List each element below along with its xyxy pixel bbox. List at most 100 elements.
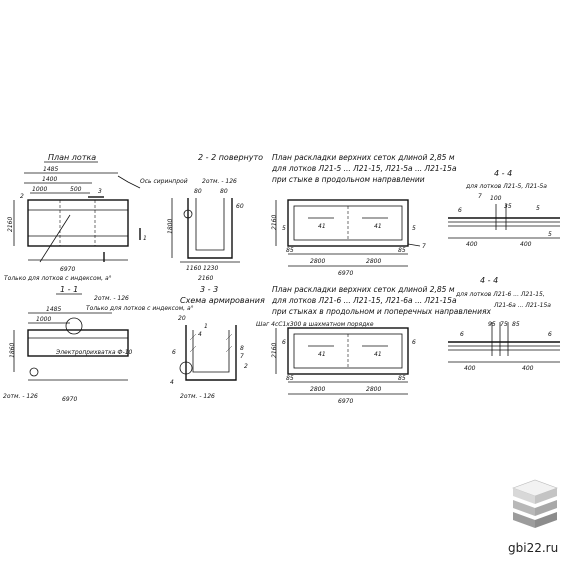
s22-dim-60: 60 [236, 203, 244, 210]
lower-grid-line2: для лотков Л21-6 ... Л21-15, Л21-6а ... … [271, 296, 457, 305]
plan-view: План лотка 1485 1400 1000 500 3 1 2 2160… [4, 153, 188, 282]
s11-loop-note: Только для лотков с индексом, а° [86, 305, 194, 312]
detail-a-subtitle: для лотков Л21-5, Л21-5а [465, 183, 547, 190]
detail-b-dim-400a: 400 [464, 365, 476, 372]
s33-dim-4: 4 [198, 331, 202, 338]
detail-a-title: 4 - 4 [494, 169, 512, 178]
detail-a-dim-100: 100 [490, 195, 502, 202]
detail-b-dim-95: 95 [488, 321, 496, 328]
detail-a-label-6: 6 [458, 207, 462, 214]
detail-a-label-5a: 5 [536, 205, 540, 212]
section-2-2-title: 2 - 2 повернуто [198, 153, 263, 162]
detail-b-dim-85: 85 [512, 321, 520, 328]
detail-b-subtitle2: Л21-6а ... Л21-15а [493, 302, 551, 309]
section-3-3-title: 3 - 3 [200, 285, 218, 294]
lower-grid-label-41a: 41 [318, 351, 326, 358]
dim-2160: 2160 [7, 217, 14, 232]
plan-section-mark-1: 1 [143, 235, 147, 242]
s22-dim-2160: 1800 [167, 219, 174, 234]
plan-axis-label: Ось сиринпрой [140, 178, 188, 185]
detail-a-label-5b: 5 [548, 231, 552, 238]
s33-dim-8: 8 [240, 345, 244, 352]
s33-dim-7: 7 [240, 353, 244, 360]
upper-grid-plan: План раскладки верхних сеток длиной 2,85… [271, 153, 457, 277]
dim-500: 500 [70, 186, 82, 193]
lower-grid-dim-2800b: 2800 [366, 386, 381, 393]
lower-grid-line3: при стыках в продольном и поперечных нап… [272, 307, 491, 316]
lower-grid-mark-6a: 6 [282, 339, 286, 346]
lower-grid-plan: План раскладки верхних сеток длиной 2,85… [271, 285, 491, 405]
s33-bar-note: Шаг 4сС1x300 в шахматном порядке [256, 321, 374, 328]
plan-section-mark-3: 3 [98, 188, 102, 195]
detail-b-label-6a: 6 [460, 331, 464, 338]
lower-grid-title: План раскладки верхних сеток длиной 2,85… [272, 285, 455, 294]
detail-b-dim-400b: 400 [522, 365, 534, 372]
s22-dim-2: 80 [220, 188, 228, 195]
upper-grid-line3: при стыке в продольном направлении [272, 175, 425, 184]
dim-1000: 1000 [32, 186, 47, 193]
detail-a-label-7: 7 [478, 193, 482, 200]
upper-grid-title: План раскладки верхних сеток длиной 2,85… [272, 153, 455, 162]
site-watermark: gbi22.ru [508, 541, 559, 555]
section-1-1: 1 - 1 2отм. - 126 1485 1000 Только для л… [3, 285, 194, 403]
dim-1485: 1485 [43, 166, 58, 173]
upper-grid-dim-2160: 2160 [271, 215, 278, 230]
lower-grid-mark-6b: 6 [412, 339, 416, 346]
s33-dim-2: 2 [244, 363, 248, 370]
upper-grid-mark-5b: 5 [412, 225, 416, 232]
upper-grid-dim-85a: 85 [286, 247, 294, 254]
s11-dim-1485: 1485 [46, 306, 61, 313]
plan-view-title: План лотка [48, 153, 96, 162]
detail-4-4-lower: 4 - 4 для лотков Л21-6 ... Л21-15, Л21-6… [448, 276, 560, 372]
dim-1400: 1400 [42, 176, 57, 183]
s11-dim-1860: 1860 [9, 343, 16, 358]
s33-dim-6: 6 [172, 349, 176, 356]
section-1-1-title: 1 - 1 [60, 285, 78, 294]
upper-grid-dim-2800a: 2800 [310, 258, 325, 265]
lower-grid-label-41b: 41 [374, 351, 382, 358]
lower-grid-dim-6970: 6970 [338, 398, 353, 405]
upper-grid-mark-5a: 5 [282, 225, 286, 232]
section-2-2: 2 - 2 повернуто 2отм. - 126 80 80 1800 1… [167, 153, 263, 282]
s22-dim-1230: 1230 [203, 265, 218, 272]
s33-dim-4b: 4 [170, 379, 174, 386]
upper-grid-label-41b: 41 [374, 223, 382, 230]
upper-grid-dim-6970: 6970 [338, 270, 353, 277]
detail-a-dim-35: 35 [504, 203, 512, 210]
section-2-2-note: 2отм. - 126 [202, 178, 237, 185]
lower-grid-dim-85a: 85 [286, 375, 294, 382]
detail-b-title: 4 - 4 [480, 276, 498, 285]
s11-weld-note: Электроприхватка Ф-10 [55, 349, 133, 356]
upper-grid-label-7: 7 [422, 243, 426, 250]
detail-4-4-upper: 4 - 4 для лотков Л21-5, Л21-5а 6 7 5 5 1… [448, 169, 560, 248]
s33-dim-1: 1 [204, 323, 208, 330]
section-3-3-subtitle: Схема армирования [180, 296, 265, 305]
s33-dim-20: 20 [178, 315, 186, 322]
s22-dim-1: 80 [194, 188, 202, 195]
upper-grid-dim-85b: 85 [398, 247, 406, 254]
s11-note-top: 2отм. - 126 [94, 295, 129, 302]
s11-note-bottom: 2отм. - 126 [3, 393, 38, 400]
s11-dim-6970: 6970 [62, 396, 77, 403]
s22-dim-1160: 1160 [186, 265, 201, 272]
plan-section-mark-2: 2 [20, 193, 24, 200]
detail-b-dim-75: 75 [500, 321, 508, 328]
lower-grid-dim-2800a: 2800 [310, 386, 325, 393]
s33-note: 2отм. - 126 [180, 393, 215, 400]
detail-b-subtitle: для лотков Л21-6 ... Л21-15, [455, 291, 545, 298]
plan-loop-note: Только для лотков с индексом, а° [4, 275, 112, 282]
upper-grid-dim-2800b: 2800 [366, 258, 381, 265]
lower-grid-dim-2160: 2160 [271, 343, 278, 358]
lower-grid-dim-85b: 85 [398, 375, 406, 382]
detail-b-label-6b: 6 [548, 331, 552, 338]
dim-6970: 6970 [60, 266, 75, 273]
section-3-3: 3 - 3 Схема армирования 20 4 1 6 8 7 2 4… [170, 285, 374, 400]
upper-grid-line2: для лотков Л21-5 ... Л21-15, Л21-5а ... … [271, 164, 457, 173]
detail-a-dim-400b: 400 [520, 241, 532, 248]
upper-grid-label-41a: 41 [318, 223, 326, 230]
s11-dim-1000: 1000 [36, 316, 51, 323]
detail-a-dim-400a: 400 [466, 241, 478, 248]
gbi-logo-icon [512, 479, 558, 528]
s22-dim-bottom: 2160 [198, 275, 213, 282]
